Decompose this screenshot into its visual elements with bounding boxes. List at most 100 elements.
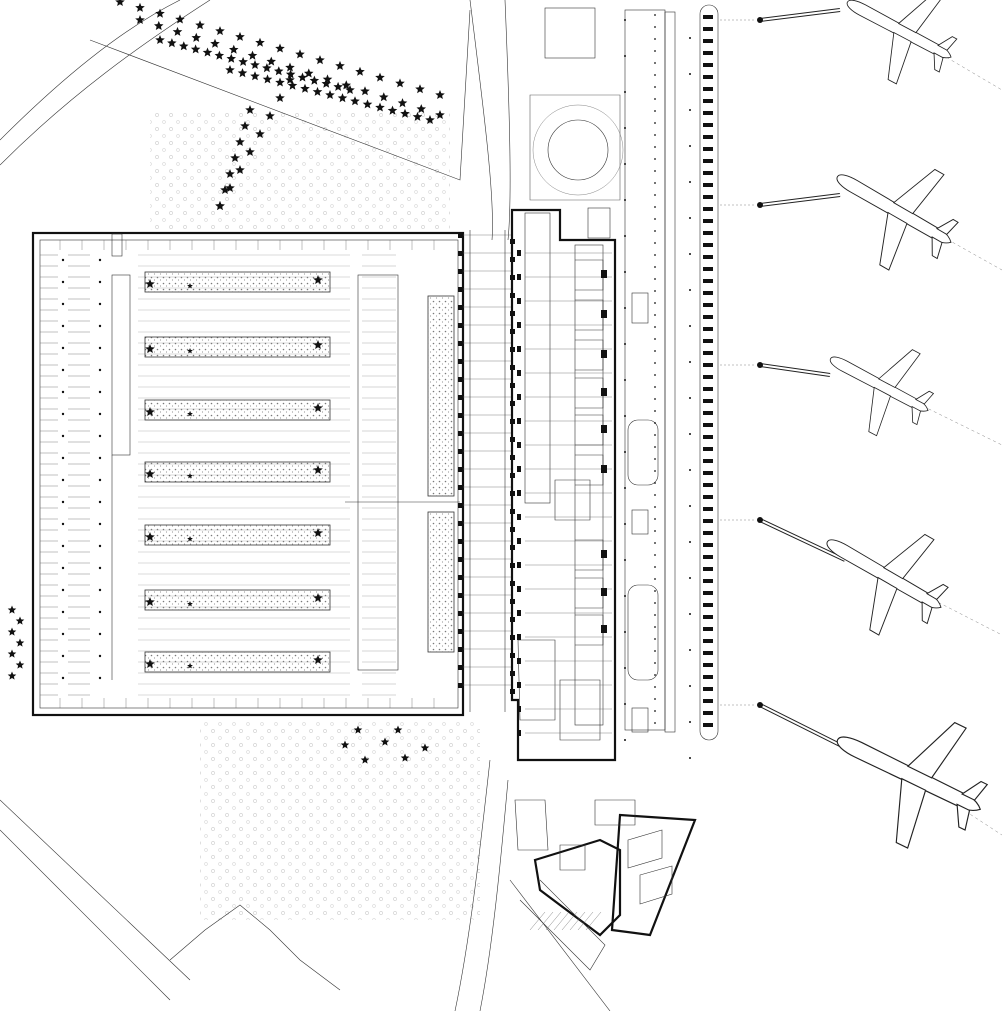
tree bbox=[266, 56, 276, 66]
tree bbox=[416, 104, 426, 114]
apron bbox=[624, 4, 719, 759]
gate-lounge bbox=[575, 339, 607, 371]
tree bbox=[155, 8, 165, 18]
aircraft bbox=[836, 721, 989, 849]
tree bbox=[210, 38, 220, 48]
aircraft bbox=[829, 349, 935, 437]
tree bbox=[360, 755, 370, 764]
tree bbox=[335, 60, 345, 70]
access-road-southwest bbox=[0, 799, 191, 981]
tree bbox=[300, 83, 310, 93]
gate-lounge bbox=[575, 577, 607, 609]
aircraft-stand bbox=[720, 0, 1002, 91]
tree bbox=[225, 169, 235, 178]
aircraft bbox=[846, 0, 958, 85]
gate-lounge bbox=[575, 299, 607, 331]
tree bbox=[275, 93, 285, 102]
tree bbox=[237, 68, 248, 78]
tree bbox=[304, 68, 314, 78]
tree bbox=[420, 743, 430, 752]
tree bbox=[190, 44, 201, 54]
tree bbox=[214, 50, 225, 60]
connector-zone bbox=[458, 230, 515, 712]
tree bbox=[145, 407, 155, 416]
tree bbox=[262, 74, 273, 84]
jet-bridge bbox=[720, 517, 846, 562]
jet-bridge bbox=[720, 362, 831, 377]
tree bbox=[202, 47, 213, 57]
tree bbox=[275, 43, 285, 53]
planted-parking-strip bbox=[144, 651, 331, 673]
tree bbox=[265, 111, 275, 120]
tree bbox=[255, 129, 265, 138]
tree bbox=[333, 81, 343, 91]
planted-parking-strip bbox=[144, 589, 331, 611]
tree bbox=[262, 63, 272, 73]
tree bbox=[172, 26, 183, 36]
tree bbox=[7, 627, 17, 636]
tree bbox=[250, 60, 260, 69]
planted-parking-strip bbox=[144, 524, 331, 546]
stepped-road-edge bbox=[169, 904, 341, 991]
tree bbox=[395, 78, 405, 88]
ramp-block bbox=[111, 233, 123, 257]
tree bbox=[412, 111, 423, 121]
tree bbox=[425, 115, 435, 124]
tree bbox=[350, 96, 360, 106]
tree bbox=[145, 469, 155, 478]
tree bbox=[337, 93, 348, 103]
roundabout bbox=[547, 119, 609, 181]
jet-bridge bbox=[720, 702, 841, 747]
tree bbox=[380, 737, 390, 746]
tree bbox=[235, 137, 245, 146]
tree bbox=[195, 20, 205, 30]
aircraft-stand bbox=[720, 517, 1002, 636]
tree bbox=[313, 465, 323, 474]
tree bbox=[247, 50, 258, 60]
tree bbox=[187, 411, 193, 417]
tree bbox=[309, 75, 320, 85]
island-1 bbox=[627, 419, 659, 486]
tree bbox=[295, 49, 305, 59]
landscape bbox=[0, 0, 624, 1011]
dotted-planting-area-south bbox=[200, 720, 480, 920]
parking-structure bbox=[31, 231, 465, 717]
tree bbox=[145, 532, 155, 541]
parking-outline bbox=[31, 231, 465, 717]
tree bbox=[313, 340, 323, 349]
tree bbox=[230, 153, 240, 162]
tree bbox=[397, 98, 408, 108]
tree bbox=[175, 14, 185, 24]
tree bbox=[355, 66, 365, 76]
tree bbox=[154, 20, 164, 30]
tree bbox=[167, 38, 177, 48]
aircraft bbox=[836, 168, 959, 271]
tree bbox=[7, 649, 17, 658]
tree bbox=[375, 72, 385, 82]
tree bbox=[400, 753, 410, 762]
tree bbox=[220, 185, 230, 194]
tree bbox=[135, 15, 145, 24]
tree bbox=[215, 201, 225, 210]
tree bbox=[415, 84, 425, 94]
tree bbox=[360, 86, 370, 96]
tree bbox=[135, 2, 145, 12]
tree bbox=[313, 275, 323, 284]
tree bbox=[435, 110, 445, 119]
aircraft-stands bbox=[720, 0, 1002, 849]
tree bbox=[187, 601, 193, 607]
tree bbox=[375, 102, 385, 112]
tree bbox=[393, 725, 403, 734]
tree bbox=[322, 74, 333, 84]
tree bbox=[362, 99, 373, 109]
courtyard-garden-lower bbox=[427, 511, 455, 653]
planted-parking-strip bbox=[144, 271, 331, 293]
parking-inner-court bbox=[357, 274, 399, 671]
aircraft bbox=[826, 533, 949, 636]
tree bbox=[274, 66, 284, 76]
island-2 bbox=[627, 584, 659, 681]
gate-lounge bbox=[575, 539, 607, 571]
tree bbox=[187, 663, 193, 669]
tree bbox=[145, 344, 155, 353]
